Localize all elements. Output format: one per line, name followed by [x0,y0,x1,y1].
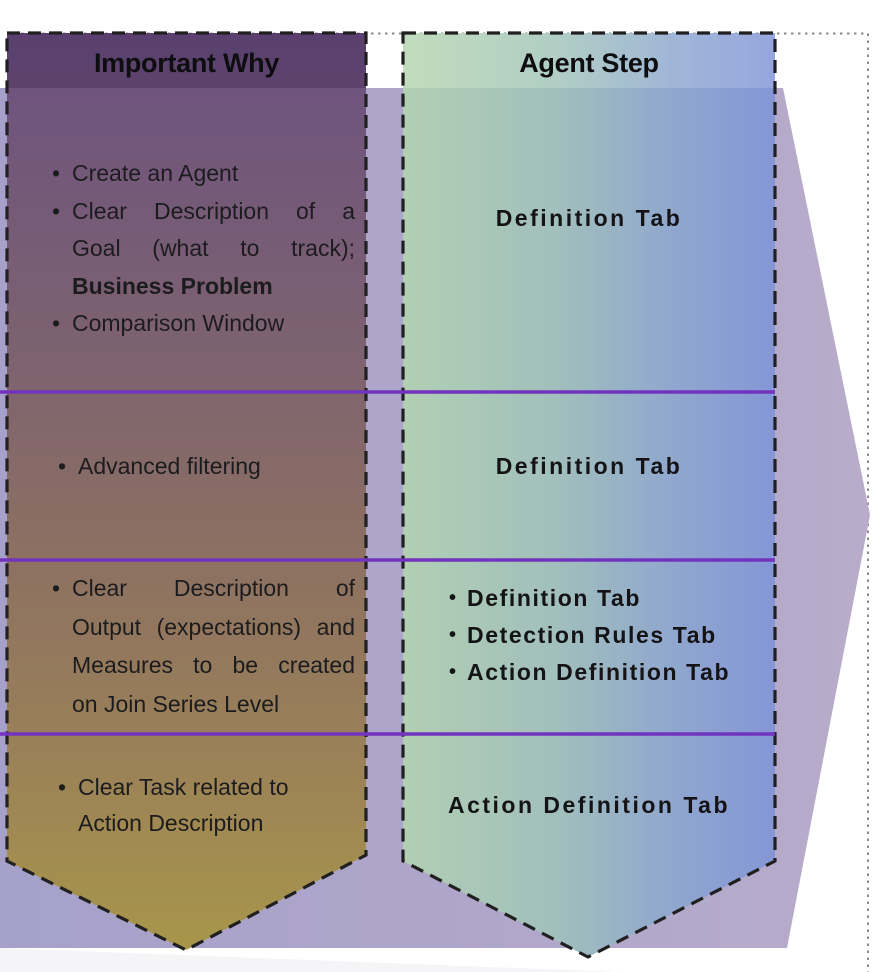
bullet-text: Clear Description of a [72,197,355,224]
bullet-text: on Join Series Level [72,690,280,717]
agent-step-row1-label: Definition Tab [495,205,683,231]
bullet-text: Create an Agent [72,160,239,186]
bullet-text-bold: Business Problem [72,272,273,299]
bullet-text: Action Description [78,810,264,836]
important-why-row2-list: Advanced filtering [58,451,355,481]
important-why-title: Important Why [93,48,280,78]
list-item: Clear Task related to Action Description [58,769,348,841]
important-why-banner-border [5,31,368,952]
bullet-text: Measures to be created [72,652,355,678]
important-why-row3-list: Clear Description of Output (expectation… [52,569,355,723]
agent-step-banner [403,33,775,957]
bottom-light-shape [0,948,620,972]
list-item: Definition Tab [449,580,767,617]
important-why-row4-list: Clear Task related to Action Description [58,769,348,841]
important-why-row1-list: Create an Agent Clear Description of a G… [52,155,355,343]
list-item: Detection Rules Tab [449,617,767,654]
bullet-text: Goal (what to track); [72,235,355,261]
bullet-text: Definition Tab [467,585,642,611]
agent-step-title: Agent Step [519,48,659,78]
bullet-text: Advanced filtering [78,453,261,479]
agent-step-row4-label: Action Definition Tab [447,792,731,818]
list-item: Clear Description of Output (expectation… [52,569,355,723]
list-item: Create an Agent [52,155,355,193]
agent-step-banner-border [401,31,777,959]
bullet-text: Comparison Window [72,310,285,336]
agent-step-row3-list: Definition Tab Detection Rules Tab Actio… [449,580,767,691]
list-item: Clear Description of a Goal (what to tra… [52,193,355,306]
list-item: Action Definition Tab [449,654,767,691]
bullet-text: Action Definition Tab [467,659,731,685]
list-item: Comparison Window [52,305,355,343]
bullet-text: Clear Description of [72,575,355,601]
bullet-text: Clear Task related to [78,774,289,800]
list-item: Advanced filtering [58,451,355,481]
agent-step-row2-label: Definition Tab [495,453,683,479]
bullet-text: Output (expectations) and [72,613,355,640]
bullet-text: Detection Rules Tab [467,622,717,648]
